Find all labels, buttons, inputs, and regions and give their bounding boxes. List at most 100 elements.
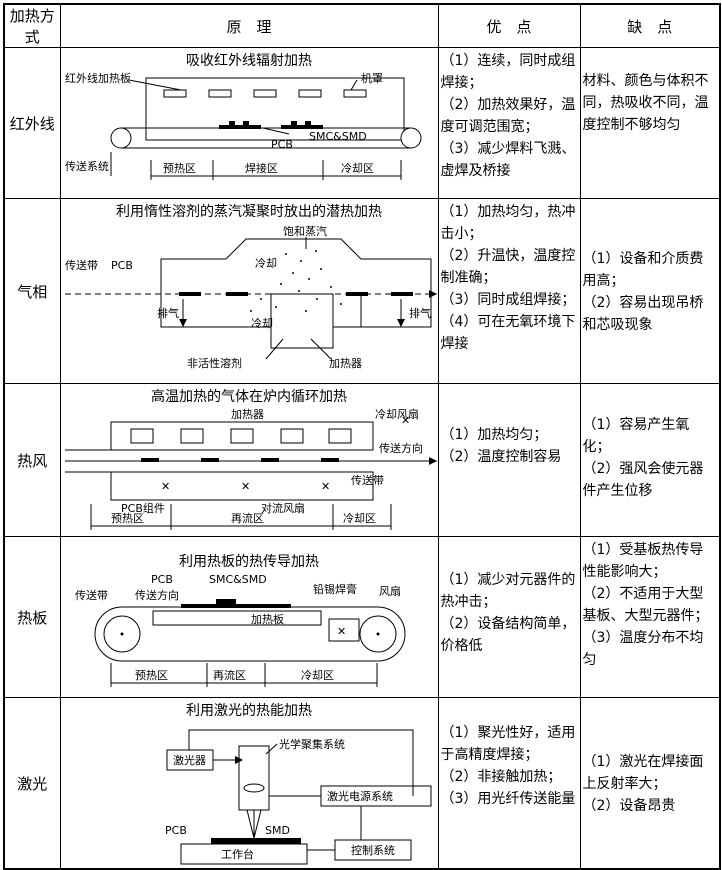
label-power: 激光电源系统 bbox=[327, 789, 393, 803]
label-pcb: PCB bbox=[271, 138, 293, 151]
diagram-vapor: 利用惰性溶剂的蒸汽凝聚时放出的潜热加热 饱和蒸汽 传送带 PCB bbox=[59, 198, 439, 384]
label-direction: 传送方向 bbox=[379, 441, 423, 455]
cons-item: （2）不适用于大型基板、大型元器件； bbox=[582, 586, 709, 624]
cons-hot-plate: （1）受基板热传导性能影响大； （2）不适用于大型基板、大型元器件； （3）温度… bbox=[579, 536, 721, 698]
cons-vapor: （1）设备和介质费用高； （2）容易出现吊桥和芯吸现象 bbox=[579, 198, 721, 384]
label-control: 控制系统 bbox=[351, 843, 395, 857]
label-zone-cool: 冷却区 bbox=[301, 669, 334, 682]
pros-item: （3）同时成组焊接； bbox=[440, 292, 576, 308]
label-conveyor: 传送系统 bbox=[65, 159, 109, 173]
ir-heater-5 bbox=[343, 89, 366, 98]
work-table bbox=[180, 843, 307, 865]
cons-item: （1）设备和介质费用高； bbox=[582, 251, 704, 289]
row-hot-plate: 热板 利用热板的热传导加热 PCB SMC&SMD 传送带 传送方向 铅锡焊膏 … bbox=[3, 536, 721, 698]
reflow-methods-table: 加热方式 原 理 优 点 缺 点 红外线 吸收红外线辐射加热 红外线加热板 机罩 bbox=[3, 3, 721, 870]
cons-laser: （1）激光在焊接面上反射率大； （2）设备昂贵 bbox=[579, 697, 721, 870]
cons-item: （2）容易出现吊桥和芯吸现象 bbox=[582, 295, 704, 333]
label-zone-solder: 焊接区 bbox=[245, 161, 278, 175]
label-optics: 光学聚集系统 bbox=[279, 737, 345, 751]
diagram-title: 利用惰性溶剂的蒸汽凝聚时放出的潜热加热 bbox=[116, 204, 382, 220]
label-fan: 风扇 bbox=[379, 584, 401, 598]
diagram-title: 吸收红外线辐射加热 bbox=[186, 53, 312, 69]
header-pros: 优 点 bbox=[437, 3, 581, 48]
fan-glyph: ✕ bbox=[321, 480, 330, 493]
row-hot-air: 热风 高温加热的气体在炉内循环加热 加热器 冷却风扇 传送方向 bbox=[3, 383, 721, 537]
row-vapor: 气相 利用惰性溶剂的蒸汽凝聚时放出的潜热加热 饱和蒸汽 传送带 PCB bbox=[3, 198, 721, 384]
fan-glyph: ✕ bbox=[337, 625, 346, 638]
label-belt: 传送带 bbox=[351, 473, 384, 487]
label-table: 工作台 bbox=[221, 847, 254, 861]
label-pcb: PCB bbox=[111, 259, 133, 272]
pros-item: （1）加热均匀； bbox=[440, 427, 548, 443]
cons-hot-air: （1）容易产生氧化； （2）强风会使元器件产生位移 bbox=[579, 383, 721, 537]
pros-item: （2）温度控制容易 bbox=[440, 449, 562, 465]
diagram-title: 高温加热的气体在炉内循环加热 bbox=[151, 389, 347, 405]
oven-hood bbox=[145, 77, 404, 141]
pros-item: （1）聚光性好，适用于高精度焊接； bbox=[440, 725, 576, 763]
row-laser: 激光 利用激光的热能加热 激光器 光学聚集系统 激光电源系统 bbox=[3, 697, 721, 870]
label-cool-bottom: 冷却 bbox=[251, 317, 273, 330]
label-pcb: PCB bbox=[165, 824, 187, 837]
label-exhaust-right: 排气 bbox=[409, 306, 431, 320]
pros-vapor: （1）加热均匀，热冲击小； （2）升温快，温度控制准确； （3）同时成组焊接； … bbox=[437, 198, 581, 384]
label-conv-fan: 对流风扇 bbox=[261, 501, 305, 515]
diagram-hot-air: 高温加热的气体在炉内循环加热 加热器 冷却风扇 传送方向 bbox=[59, 383, 439, 537]
fan-glyph: ✕ bbox=[161, 480, 170, 493]
method-vapor: 气相 bbox=[3, 198, 61, 384]
label-pcb: PCB组件 bbox=[121, 501, 165, 515]
label-belt: 传送带 bbox=[75, 588, 108, 602]
method-hot-plate: 热板 bbox=[3, 536, 61, 698]
cons-infrared: 材料、颜色与体积不同，热吸收不同，温度控制不够均匀 bbox=[579, 47, 721, 199]
diagram-title: 利用热板的热传导加热 bbox=[179, 554, 319, 570]
label-plate: 加热板 bbox=[251, 612, 284, 626]
label-cool-top: 冷却 bbox=[255, 257, 277, 270]
cons-item: 材料、颜色与体积不同，热吸收不同，温度控制不够均匀 bbox=[582, 73, 709, 133]
label-paste: 铅锡焊膏 bbox=[313, 582, 357, 596]
diagram-title: 利用激光的热能加热 bbox=[186, 703, 312, 719]
laser-diagram: 激光器 光学聚集系统 激光电源系统 控制系统 PCB bbox=[165, 729, 431, 865]
label-zone-preheat: 预热区 bbox=[135, 669, 168, 682]
pros-laser: （1）聚光性好，适用于高精度焊接； （2）非接触加热； （3）用光纤传送能量 bbox=[437, 697, 581, 870]
pros-item: （2）设备结构简单，价格低 bbox=[440, 616, 576, 654]
pros-item: （1）加热均匀，热冲击小； bbox=[440, 204, 576, 242]
header-cons: 缺 点 bbox=[579, 3, 721, 48]
label-zone-reflow: 再流区 bbox=[231, 511, 264, 525]
hot-air-diagram: 加热器 冷却风扇 传送方向 ✕ ✕ ✕ bbox=[64, 407, 437, 530]
pros-item: （4）可在无氧环境下焊接 bbox=[440, 314, 576, 352]
label-zone-reflow: 再流区 bbox=[213, 668, 246, 682]
pros-item: （2）升温快，温度控制准确； bbox=[440, 248, 576, 286]
pros-hot-plate: （1）减少对元器件的热冲击； （2）设备结构简单，价格低 bbox=[437, 536, 581, 698]
label-hood: 机罩 bbox=[361, 71, 383, 85]
pros-item: （3）用光纤传送能量 bbox=[440, 791, 576, 807]
cons-item: （1）容易产生氧化； bbox=[582, 417, 690, 455]
label-pcb: PCB bbox=[151, 573, 173, 586]
header-principle: 原 理 bbox=[59, 3, 439, 48]
cons-item: （1）激光在焊接面上反射率大； bbox=[582, 754, 704, 792]
label-heater: 加热器 bbox=[329, 357, 362, 370]
conveyor-roller-left bbox=[110, 127, 131, 149]
pros-hot-air: （1）加热均匀； （2）温度控制容易 bbox=[437, 383, 581, 537]
ir-heater-4 bbox=[298, 89, 321, 98]
label-smd: SMD bbox=[265, 824, 290, 837]
pros-item: （1）减少对元器件的热冲击； bbox=[440, 572, 576, 610]
label-vapor: 饱和蒸汽 bbox=[283, 224, 327, 238]
method-infrared: 红外线 bbox=[3, 47, 61, 199]
vapor-diagram: 饱和蒸汽 传送带 PCB 冷却 冷却 排气 排气 非活性溶剂 加热 bbox=[64, 224, 437, 370]
label-cool-fan: 冷却风扇 bbox=[375, 407, 419, 421]
conveyor-roller-right bbox=[400, 127, 421, 149]
label-ir-heater: 红外线加热板 bbox=[65, 71, 131, 85]
fan-glyph: ✕ bbox=[401, 414, 410, 427]
infrared-diagram: 红外线加热板 机罩 SMC&SMD PCB 传送系统 bbox=[65, 71, 421, 180]
cons-item: （3）温度分布不均匀 bbox=[582, 630, 704, 668]
header-method: 加热方式 bbox=[3, 3, 61, 48]
cons-item: （2）强风会使元器件产生位移 bbox=[582, 461, 704, 499]
label-solvent: 非活性溶剂 bbox=[187, 356, 242, 370]
label-exhaust-left: 排气 bbox=[157, 306, 179, 320]
ir-heater-1 bbox=[163, 89, 186, 98]
label-zone-preheat: 预热区 bbox=[163, 162, 196, 175]
fan-glyph: ✕ bbox=[241, 480, 250, 493]
label-belt: 传送带 bbox=[65, 258, 98, 272]
pros-infrared: （1）连续，同时成组焊接； （2）加热效果好，温度可调范围宽； （3）减少焊料飞… bbox=[437, 47, 581, 199]
row-infrared: 红外线 吸收红外线辐射加热 红外线加热板 机罩 bbox=[3, 47, 721, 199]
